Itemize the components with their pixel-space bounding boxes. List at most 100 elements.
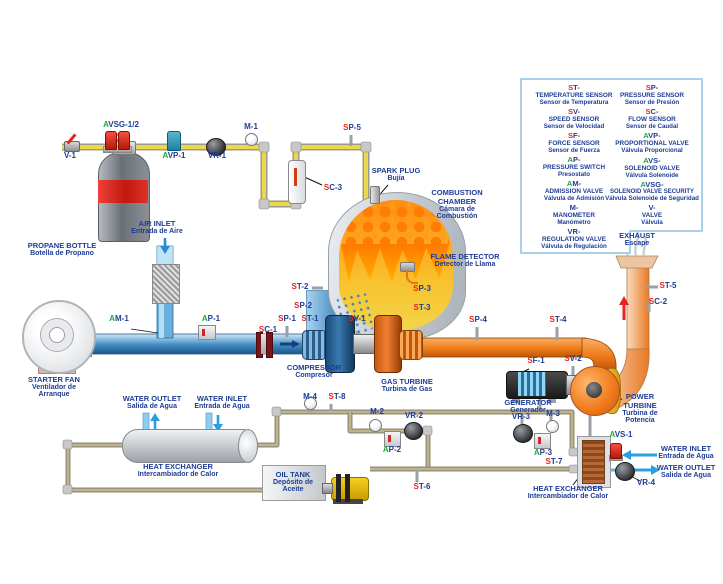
legend-es: Válvula Proporcional [621,147,683,155]
legend-en: PRESSURE SENSOR [620,92,684,99]
water-inlet-left-es: Entrada de Agua [194,403,250,410]
legend-es: Válvula [641,218,663,226]
legend-entry-sp: SP- PRESSURE SENSOR Sensor de Presión [604,83,700,106]
legend-code: V- [648,202,656,212]
label-heat-exchanger-left: HEAT EXCHANGER Intercambiador de Calor [138,462,219,478]
label-m4: M-4 [303,392,317,401]
oil-tank-es: Depósito de Aceite [272,479,314,493]
water-outlet-right-es: Salida de Agua [661,472,711,479]
vr3-valve [513,424,533,443]
label-ap3: AP-3 [533,448,553,457]
label-st7: ST-7 [545,457,563,466]
label-generator: GENERATOR Generador [504,398,551,414]
generator-en: GENERATOR [504,398,552,407]
avp1-valve [167,131,181,151]
label-st4: ST-4 [549,315,567,324]
heat-exchanger-left-cap [238,429,258,463]
avs1-valve [610,443,622,459]
exhaust-flow-arrow [619,296,629,320]
ap2-switch [384,431,401,447]
legend-code: AP- [567,155,581,164]
label-sc2: SC-2 [648,297,668,306]
legend-entry-st: ST- TEMPERATURE SENSOR Sensor de Tempera… [523,83,625,106]
label-sc3: SC-3 [323,183,343,192]
oil-pump-shaft [322,483,333,494]
legend-en: ADMISSION VALVE [544,188,604,195]
ap1-switch [198,325,216,340]
flame-detector-wire [406,270,418,284]
legend-left-column: ST- TEMPERATURE SENSOR Sensor de Tempera… [523,83,625,250]
sc3-sensor-mark [294,168,297,186]
label-sp3: SP-3 [413,284,431,293]
label-gas-turbine: GAS TURBINE Turbina de Gas [381,377,433,393]
flame-detector-en: FLAME DETECTOR [430,252,500,261]
label-vr4: VR-4 [636,478,656,487]
generator-es: Generador [510,407,546,414]
gas-turbine-en: GAS TURBINE [381,377,433,386]
air-flow-arrow [280,340,300,348]
legend-entry-ap: AP- PRESSURE SWITCH Presostato [523,155,625,178]
propane-bottle-en: PROPANE BOTTLE [27,241,97,250]
legend-en: TEMPERATURE SENSOR [535,92,613,99]
legend-entry-m: M- MANOMETER Manómetro [523,203,625,226]
label-compressor: COMPRESSOR Compresor [287,363,341,379]
heat-exchanger-left-es: Intercambiador de Calor [137,471,219,478]
legend-en: SPEED SENSOR [548,116,600,123]
label-m2: M-2 [370,407,384,416]
legend-es: Sensor de Temperatura [539,99,609,106]
legend-es: Sensor de Presión [624,99,680,106]
legend-es: Válvula Solenoide [625,171,679,179]
label-propane-bottle: PROPANE BOTTLE Botella de Propano [28,241,97,257]
label-vr1: VR-1 [207,151,227,160]
legend-entry-vr: VR- REGULATION VALVE Válvula de Regulaci… [523,227,625,250]
power-turbine-es: Turbina de Potencia [622,410,658,424]
legend-code: M- [569,203,579,212]
gas-turbine-hub [374,315,402,373]
legend-en: REGULATION VALVE [542,236,606,243]
spark-plug-en: SPARK PLUG [371,166,421,175]
flame-detector-es: Detector de Llama [434,261,496,268]
starter-fan-es: Ventilador de Arranque [32,384,76,398]
water-outlet-right-en: WATER OUTLET [656,463,716,472]
legend-en: FLOW SENSOR [628,116,676,124]
label-ap1: AP-1 [201,314,221,323]
compressor-en: COMPRESSOR [286,363,342,372]
legend-es: Válvula Solenoide de Seguridad [605,194,699,202]
label-power-turbine: POWER TURBINE Turbina de Potencia [615,392,665,424]
legend-en: MANOMETER [553,212,595,219]
heat-exchanger-right-en: HEAT EXCHANGER [533,484,603,493]
propane-bottle-band [98,180,148,203]
heat-exchanger-left-en: HEAT EXCHANGER [143,462,213,471]
legend-entry-v: V- VALVE Válvula [604,203,700,226]
propane-bottle-es: Botella de Propano [30,250,94,257]
legend-code: AVS- [643,155,661,165]
label-avsg12: AVSG-1/2 [103,120,139,129]
label-sv2: SV-2 [564,354,582,363]
heat-exchanger-right-es: Intercambiador de Calor [527,493,609,500]
heat-exchanger-right-core [582,440,605,484]
vr4-valve [615,462,635,481]
vr2-valve [404,422,423,440]
compressor-bellows [302,330,327,360]
legend-en: SOLENOID VALVE SECURITY [609,188,695,195]
legend-entry-avs: AVS- SOLENOID VALVE Válvula Solenoide [604,156,700,179]
legend-code: SP- [645,83,659,92]
label-water-inlet-right: WATER INLET Entrada de Agua [658,444,713,460]
legend-en: FORCE SENSOR [548,140,600,147]
label-sf1: SF-1 [527,356,545,365]
legend-code: AVSG- [640,179,664,189]
generator-leg-2 [548,396,556,403]
label-st6: ST-6 [413,482,431,491]
vr1-valve [206,138,226,156]
combustion-flame-body [339,200,453,330]
water-inlet-left-en: WATER INLET [196,394,248,403]
label-ap2: AP-2 [382,445,402,454]
m1-gauge [245,133,258,146]
m3-gauge [546,420,559,433]
label-st3: ST-3 [413,303,431,312]
oil-tank [262,465,326,501]
legend-box [520,78,703,254]
label-sp4: SP-4 [469,315,487,324]
air-inlet-es: Entrada de Aire [131,228,183,235]
